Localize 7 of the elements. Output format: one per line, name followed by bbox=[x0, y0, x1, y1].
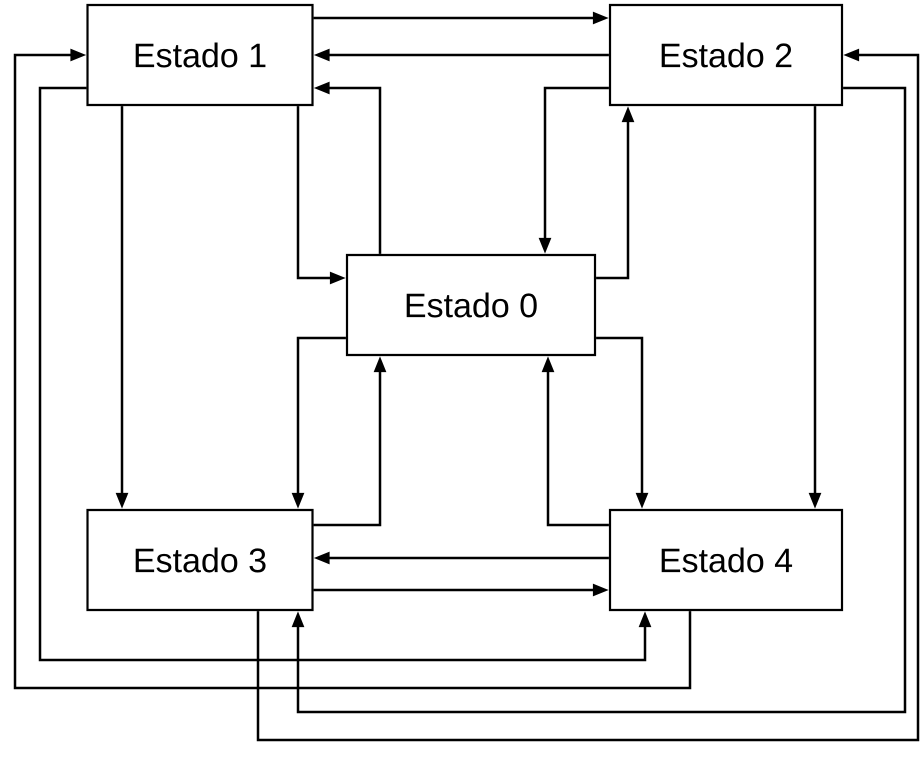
arrow bbox=[292, 86, 906, 714]
state-box: Estado 2 bbox=[608, 4, 844, 106]
state-box: Estado 4 bbox=[608, 508, 844, 612]
state-box: Estado 0 bbox=[346, 254, 596, 356]
state-box: Estado 1 bbox=[86, 4, 314, 106]
state-box: Estado 3 bbox=[86, 508, 314, 612]
arrow bbox=[14, 48, 692, 690]
